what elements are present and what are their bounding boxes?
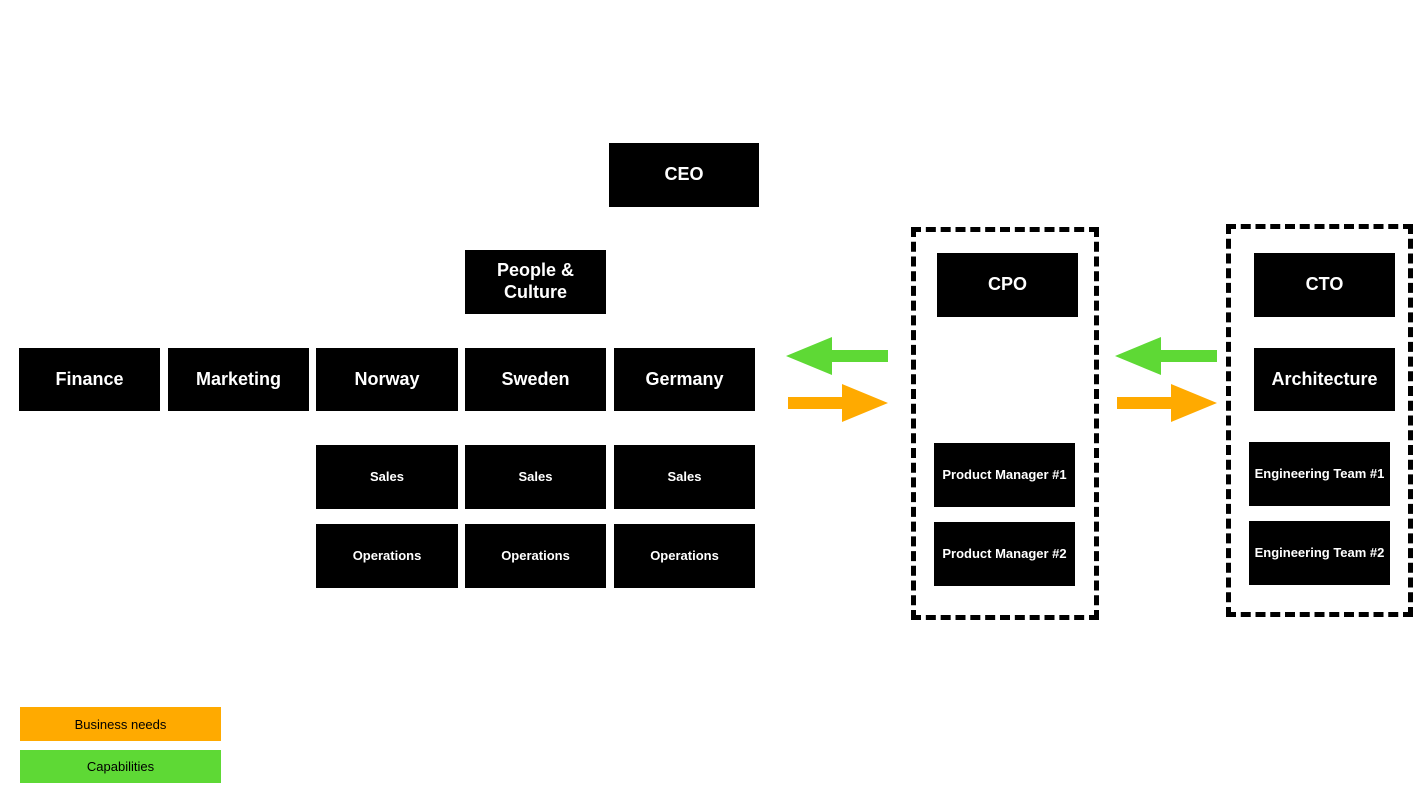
business-needs-arrow-shape (788, 384, 888, 422)
product-manager-1-box: Product Manager #1 (934, 443, 1075, 507)
sweden-box: Sweden (465, 348, 606, 411)
capabilities-arrow-shape (1115, 337, 1217, 375)
people-culture-box: People & Culture (465, 250, 606, 314)
legend-capabilities: Capabilities (20, 750, 221, 783)
product-manager-2-box: Product Manager #2 (934, 522, 1075, 586)
ceo-box: CEO (609, 143, 759, 207)
tech-group (1226, 224, 1413, 617)
product-group (911, 227, 1099, 620)
engineering-team-2-box: Engineering Team #2 (1249, 521, 1390, 585)
business-needs-arrow-shape (1117, 384, 1217, 422)
cpo-box: CPO (937, 253, 1078, 317)
engineering-team-1-box: Engineering Team #1 (1249, 442, 1390, 506)
business-needs-arrow-right (788, 384, 888, 422)
germany-sales-box: Sales (614, 445, 755, 509)
sweden-operations-box: Operations (465, 524, 606, 588)
marketing-box: Marketing (168, 348, 309, 411)
business-needs-arrow-right-2 (1117, 384, 1217, 422)
capabilities-arrow-left-2 (1115, 337, 1217, 375)
capabilities-arrow-left (786, 337, 888, 375)
sweden-sales-box: Sales (465, 445, 606, 509)
capabilities-arrow-shape (786, 337, 888, 375)
norway-sales-box: Sales (316, 445, 458, 509)
architecture-box: Architecture (1254, 348, 1395, 411)
germany-operations-box: Operations (614, 524, 755, 588)
germany-box: Germany (614, 348, 755, 411)
cto-box: CTO (1254, 253, 1395, 317)
finance-box: Finance (19, 348, 160, 411)
legend-business-needs: Business needs (20, 707, 221, 741)
norway-box: Norway (316, 348, 458, 411)
norway-operations-box: Operations (316, 524, 458, 588)
